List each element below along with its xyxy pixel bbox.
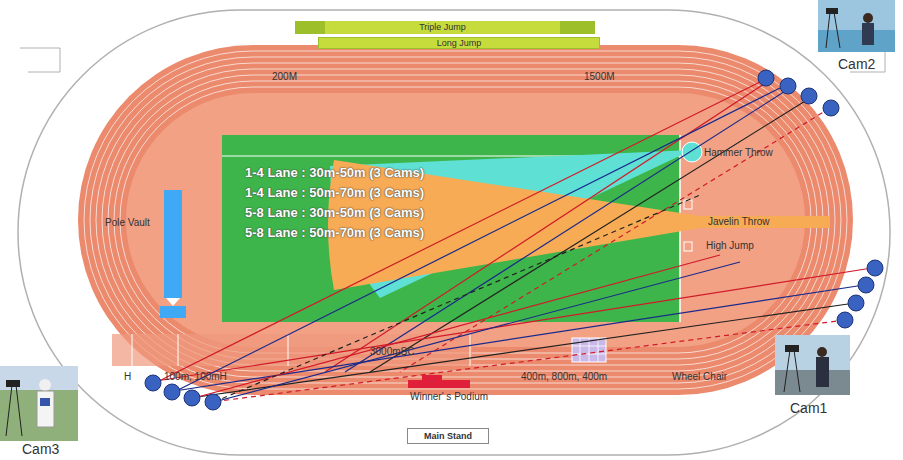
event-label: Winner' s Podium <box>410 391 488 402</box>
event-label: 3000mSC <box>370 346 414 357</box>
running-track <box>78 45 853 395</box>
lane-lines <box>84 51 847 389</box>
node-label: Long Jump <box>437 39 482 48</box>
event-label: Hammer Throw <box>704 147 773 158</box>
stadium-outline <box>18 10 890 455</box>
node-label: Triple Jump <box>419 23 466 32</box>
jump-runway: Long Jump <box>318 37 600 49</box>
camera-photo <box>818 0 895 52</box>
event-label: 100m, 100mH <box>164 371 227 382</box>
camera-photo <box>0 366 78 441</box>
jump-pit <box>295 21 325 34</box>
event-label: High Jump <box>706 240 754 251</box>
camera-zone-label: 5-8 Lane : 50m-70m (3 Cams) <box>245 226 424 240</box>
camera-label: Cam2 <box>838 57 875 72</box>
camera-zone-label: 1-4 Lane : 50m-70m (3 Cams) <box>245 186 424 200</box>
javelin-runway <box>680 216 830 228</box>
event-label: Pole Vault <box>105 217 150 228</box>
camera-label: Cam3 <box>22 442 59 457</box>
stand-box: Main Stand <box>407 428 489 444</box>
camera-lines <box>150 80 872 402</box>
node-label: Main Stand <box>424 432 472 441</box>
event-label: 1500M <box>584 71 615 82</box>
camera-zone-label: 1-4 Lane : 30m-50m (3 Cams) <box>245 166 424 180</box>
camera-photo <box>775 335 850 395</box>
stadium-notch <box>20 48 60 72</box>
jump-runway: Triple Jump <box>325 21 560 34</box>
high-jump-mark <box>684 242 692 251</box>
pole-vault-pit <box>160 306 186 318</box>
camera-label: Cam1 <box>790 401 827 416</box>
event-label: Javelin Throw <box>708 216 770 227</box>
event-label: 400m, 800m, 400m <box>521 371 607 382</box>
start-area <box>112 334 472 366</box>
podium-symbol <box>408 375 470 388</box>
start-marks <box>132 334 470 366</box>
high-jump-mark <box>684 200 692 209</box>
event-label: Wheel Chair <box>672 371 727 382</box>
pole-vault-runway <box>164 190 182 298</box>
jump-pit <box>560 21 595 34</box>
hammer-circle <box>682 142 702 162</box>
camera-zone-label: 5-8 Lane : 30m-50m (3 Cams) <box>245 206 424 220</box>
camera-positions <box>145 70 883 410</box>
event-label: 200M <box>272 71 297 82</box>
event-label: H <box>124 371 131 382</box>
pole-vault-box <box>166 298 180 306</box>
